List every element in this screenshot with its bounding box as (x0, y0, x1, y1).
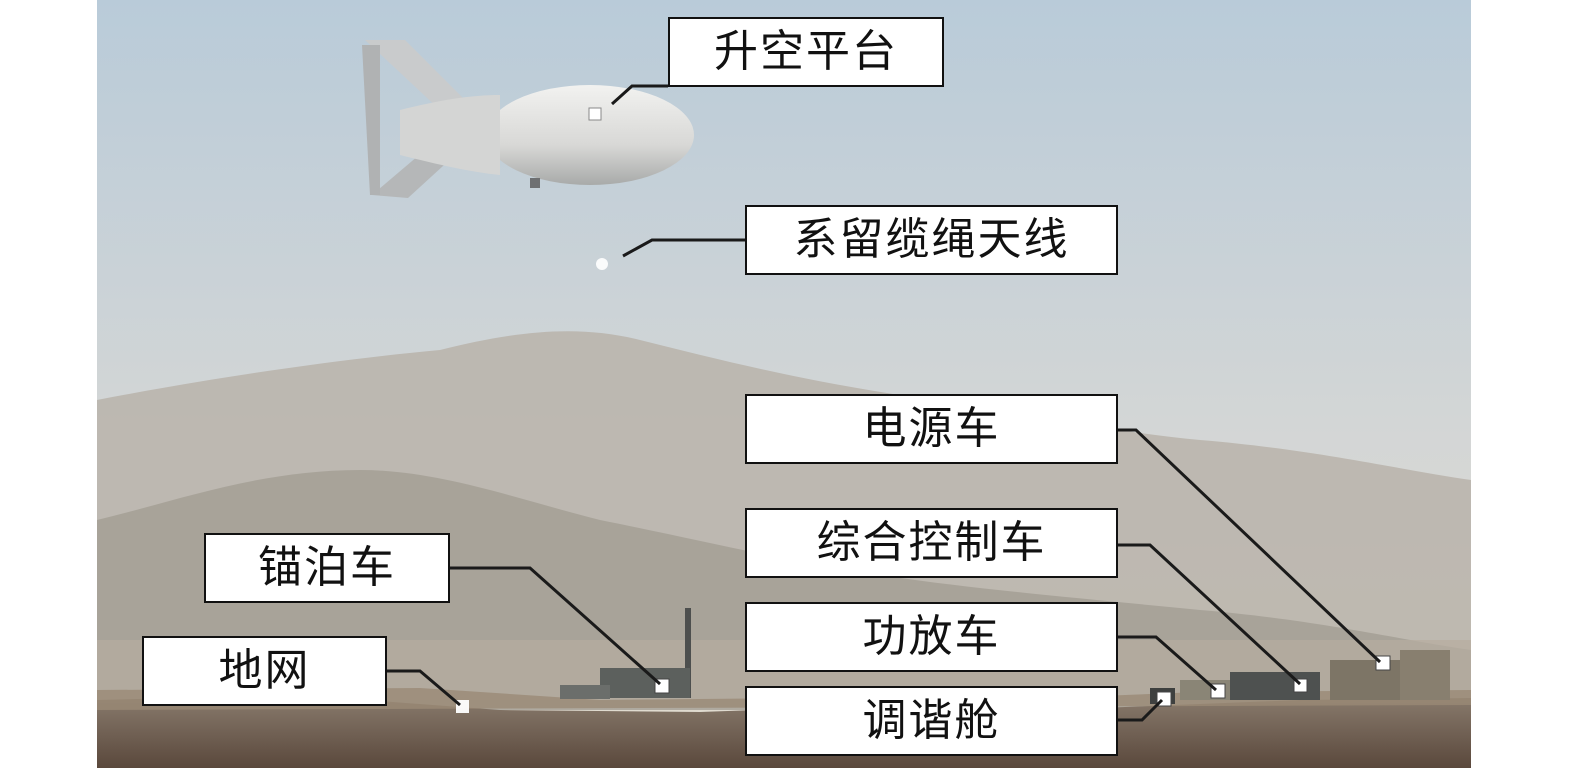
aerostat-hull (486, 85, 694, 185)
label-lift-platform: 升空平台 (668, 17, 944, 87)
aerostat-blimp (362, 40, 694, 198)
aerostat-tail-fin-top (365, 40, 470, 110)
equipment-cluster-right (1150, 650, 1450, 704)
leader-line-mooring-vehicle (450, 566, 661, 686)
label-tether-cable-antenna: 系留缆绳天线 (745, 205, 1118, 275)
label-ground-network: 地网 (142, 636, 387, 706)
label-mooring-vehicle: 锚泊车 (204, 533, 450, 603)
label-tuning-cabin: 调谐舱 (745, 686, 1118, 756)
leader-line-tether-cable-antenna (622, 238, 745, 258)
marker-power-vehicle (1375, 655, 1391, 671)
leader-line-ground-network (387, 669, 461, 707)
leader-line-integrated-control-vehicle (1118, 543, 1302, 686)
aerostat-tail-cone (400, 95, 500, 175)
leader-line-power-vehicle (1118, 428, 1382, 664)
label-power-amplifier-vehicle: 功放车 (745, 602, 1118, 672)
label-power-vehicle: 电源车 (745, 394, 1118, 464)
marker-lift-platform (588, 107, 602, 121)
marker-tether-cable-antenna (596, 258, 608, 270)
leader-line-lift-platform (610, 84, 668, 106)
aerostat-tail-fin-left (362, 45, 380, 195)
aerostat-gondola (530, 178, 540, 188)
leader-line-tuning-cabin (1118, 698, 1164, 722)
leader-lines (387, 84, 1382, 722)
leader-line-power-amplifier-vehicle (1118, 635, 1217, 692)
label-integrated-control-vehicle: 综合控制车 (745, 508, 1118, 578)
mooring-vehicle (560, 608, 691, 699)
